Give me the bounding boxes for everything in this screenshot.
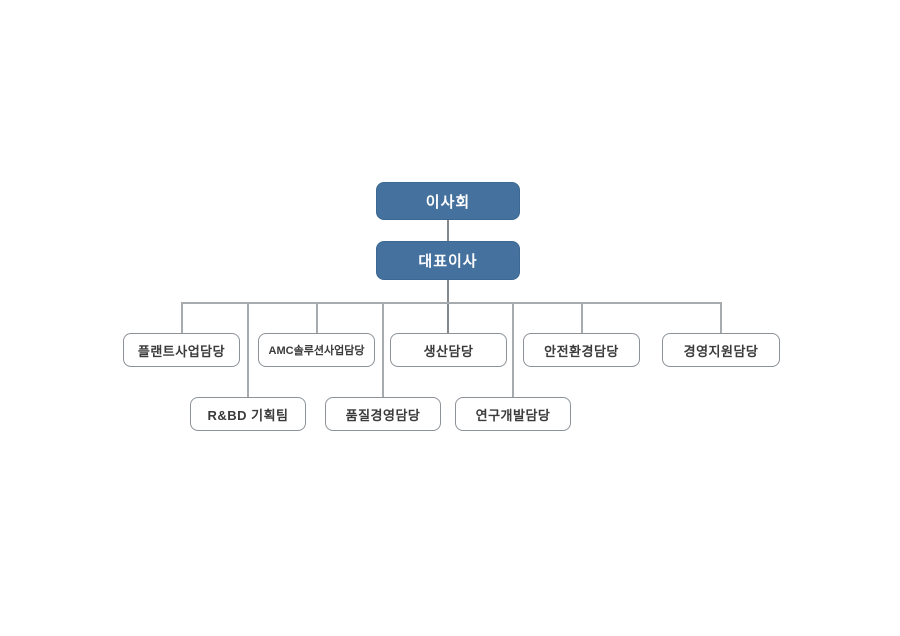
node-rbd-planning-team: R&BD 기획팀 xyxy=(190,397,306,431)
node-ceo: 대표이사 xyxy=(376,241,520,280)
connector-board-ceo xyxy=(447,220,449,241)
node-amc-solution-business: AMC솔루션사업담당 xyxy=(258,333,375,367)
node-quality-management: 품질경영담당 xyxy=(325,397,441,431)
node-production: 생산담당 xyxy=(390,333,507,367)
connector-drop-rbd xyxy=(247,302,249,397)
node-plant-business: 플랜트사업담당 xyxy=(123,333,240,367)
node-board-of-directors: 이사회 xyxy=(376,182,520,220)
connector-bus-horizontal xyxy=(181,302,721,304)
node-safety-environment: 안전환경담당 xyxy=(523,333,640,367)
connector-drop-management xyxy=(720,302,722,333)
connector-drop-rnd xyxy=(512,302,514,397)
node-research-development: 연구개발담당 xyxy=(455,397,571,431)
connector-drop-plant xyxy=(181,302,183,333)
connector-drop-safety xyxy=(581,302,583,333)
node-management-support: 경영지원담당 xyxy=(662,333,780,367)
connector-drop-quality xyxy=(382,302,384,397)
connector-drop-amc xyxy=(316,302,318,333)
connector-ceo-bus xyxy=(447,280,449,333)
